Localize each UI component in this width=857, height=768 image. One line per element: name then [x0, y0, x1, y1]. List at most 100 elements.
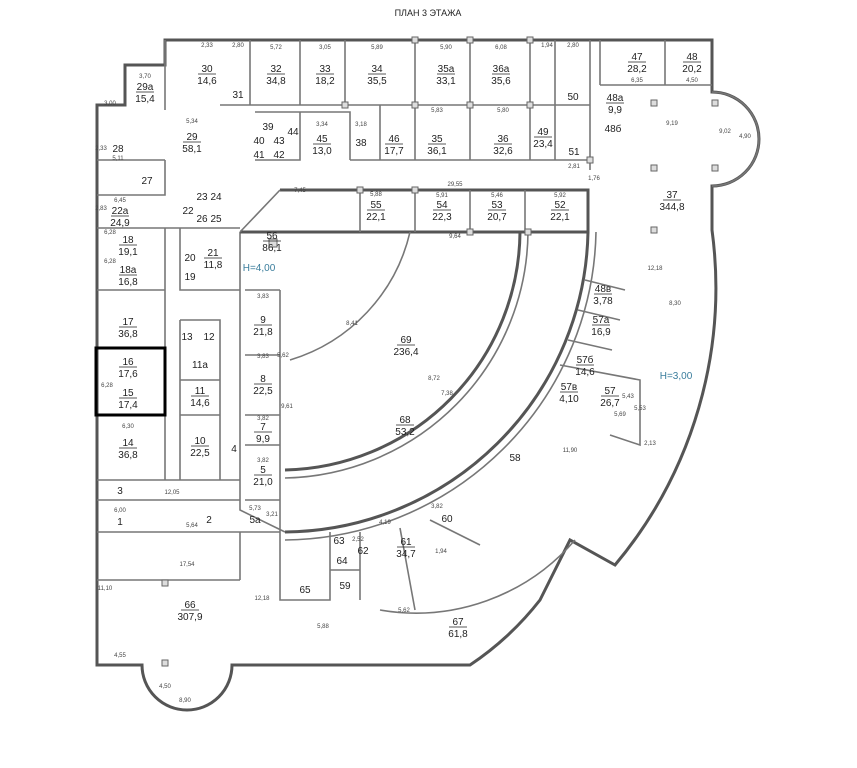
room-number: 37 [666, 190, 678, 201]
room-area: 86,1 [262, 243, 282, 254]
room-number: 45 [316, 134, 328, 145]
room-area: 16,8 [118, 277, 138, 288]
room-number: 4 [231, 444, 237, 455]
dimension-label: 9,02 [719, 129, 731, 135]
height-label-right: H=3,00 [660, 371, 693, 382]
dimension-label: 3,82 [257, 416, 269, 422]
dimension-label: 1,76 [588, 176, 600, 182]
dimension-label: 6,00 [114, 508, 126, 514]
dimension-label: 5,64 [186, 523, 198, 529]
dimension-label: 2,83 [95, 206, 107, 212]
dimension-label: 9,19 [666, 121, 678, 127]
dimension-label: 9,61 [281, 404, 293, 410]
room-number: 15 [122, 388, 134, 399]
dimension-label: 5,88 [370, 192, 382, 198]
room-number: 56 [266, 231, 278, 242]
room-area: 20,2 [682, 64, 702, 75]
room-number: 30 [201, 64, 213, 75]
room-area: 36,8 [118, 329, 138, 340]
room-number: 61 [400, 537, 412, 548]
room-area: 17,4 [118, 400, 138, 411]
dimension-label: 8,72 [428, 376, 440, 382]
room-area: 20,7 [487, 212, 507, 223]
plan-title: ПЛАН 3 ЭТАЖА [395, 8, 462, 18]
dimension-label: 3,05 [319, 45, 331, 51]
room-number: 10 [194, 436, 206, 447]
room-number: 38 [355, 138, 367, 149]
room-number: 21 [207, 248, 219, 259]
dimension-label: 3,83 [257, 354, 269, 360]
dimension-label: 2,33 [201, 43, 213, 49]
dimension-label: 2,13 [644, 441, 656, 447]
room-area: 14,6 [197, 76, 217, 87]
room-number: 26 [196, 214, 208, 225]
room-number: 32 [270, 64, 282, 75]
room-number: 2 [206, 515, 212, 526]
room-number: 14 [122, 438, 134, 449]
dimension-label: 6,28 [104, 259, 116, 265]
room-number: 36 [497, 134, 509, 145]
room-number: 12 [203, 332, 215, 343]
room-number: 19 [184, 272, 196, 283]
room-area: 23,4 [533, 139, 553, 150]
room-number: 18 [122, 235, 134, 246]
room-number: 5а [249, 515, 261, 526]
room-number: 59 [339, 581, 351, 592]
outer-walls [95, 38, 761, 712]
height-label-left: H=4,00 [243, 263, 276, 274]
dimension-label: 6,30 [122, 424, 134, 430]
dimension-label: 12,18 [647, 266, 663, 272]
room-number: 35 [431, 134, 443, 145]
dimension-label: 17,54 [179, 562, 195, 568]
selected-room-outline[interactable] [94, 346, 167, 417]
room-number: 11 [195, 386, 206, 397]
dimension-label: 5,91 [436, 193, 448, 199]
room-number: 44 [287, 127, 299, 138]
room-number: 29а [137, 82, 154, 93]
room-number: 17 [122, 317, 134, 328]
room-area: 17,7 [384, 146, 404, 157]
room-area: 236,4 [393, 347, 418, 358]
room-number: 28 [112, 144, 124, 155]
dimension-label: 8,41 [346, 321, 358, 327]
dimension-label: 5,62 [398, 608, 410, 614]
dimension-label: 8,30 [669, 301, 681, 307]
room-number: 22 [182, 206, 194, 217]
room-area: 34,7 [396, 549, 416, 560]
dimension-label: 5,72 [270, 45, 282, 51]
room-area: 9,9 [256, 434, 270, 445]
dimension-label: 4,90 [739, 134, 751, 140]
dimension-label: 3,82 [257, 458, 269, 464]
room-number: 24 [210, 192, 222, 203]
room-number: 54 [436, 200, 448, 211]
room-number: 64 [336, 556, 348, 567]
room-number: 57 [604, 386, 616, 397]
dimension-label: 12,18 [254, 596, 270, 602]
dimension-label: 12,05 [164, 490, 180, 496]
room-number: 69 [400, 335, 412, 346]
room-number: 13 [181, 332, 193, 343]
dimension-label: 3,00 [104, 101, 116, 107]
room-number: 3 [117, 486, 123, 497]
room-area: 344,8 [659, 202, 684, 213]
dimension-label: 4,50 [159, 684, 171, 690]
room-number: 5 [260, 465, 266, 476]
room-number: 52 [554, 200, 566, 211]
room-number: 34 [371, 64, 383, 75]
room-number: 35а [438, 64, 455, 75]
dimension-label: 7,45 [294, 188, 306, 194]
room-number: 33 [319, 64, 331, 75]
room-number: 40 [253, 136, 265, 147]
dimension-label: 3,18 [355, 122, 367, 128]
room-number: 25 [210, 214, 222, 225]
dimension-label: 6,28 [101, 383, 113, 389]
courtyard-walls [239, 188, 597, 541]
room-area: 36,1 [427, 146, 447, 157]
room-number: 53 [491, 200, 503, 211]
room-number: 65 [299, 585, 311, 596]
room-number: 18а [120, 265, 137, 276]
dimension-label: 5,69 [614, 412, 626, 418]
dimension-label: 5,11 [112, 156, 124, 162]
room-area: 9,9 [608, 105, 622, 116]
room-area: 22,3 [432, 212, 452, 223]
